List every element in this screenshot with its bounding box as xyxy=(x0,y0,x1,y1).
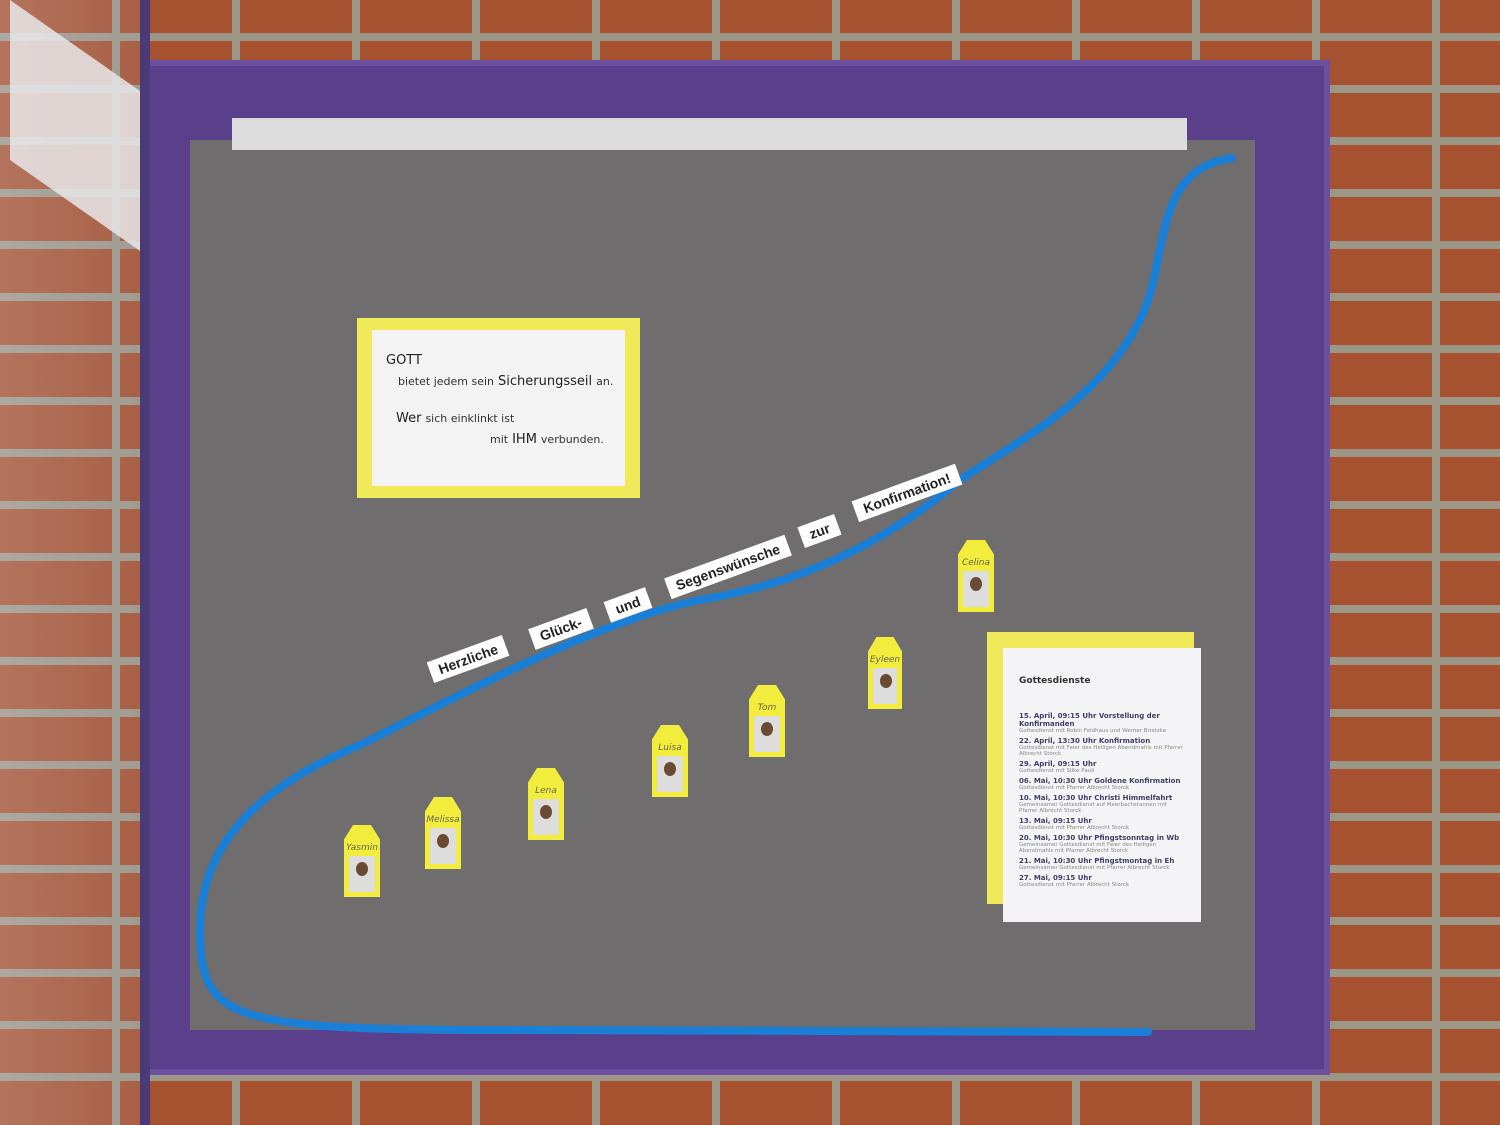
sign-text: an. xyxy=(596,375,614,388)
schedule-title: Gottesdienste xyxy=(1019,676,1091,686)
event-detail: Gemeinsamer Gottesdienst mit Pfarrer Alb… xyxy=(1019,865,1170,871)
tag-name: Tom xyxy=(757,703,777,713)
event-heading: 06. Mai, 10:30 Uhr Goldene Konfirmation xyxy=(1019,777,1181,785)
event-heading: 29. April, 09:15 Uhr xyxy=(1019,760,1097,768)
sign-text: Sicherungsseil xyxy=(498,374,593,389)
name-tag: Tom xyxy=(749,685,785,757)
event-heading: 13. Mai, 09:15 Uhr xyxy=(1019,817,1092,825)
event-heading: 22. April, 13:30 Uhr Konfirmation xyxy=(1019,737,1151,745)
sign-text: sich einklinkt ist xyxy=(425,412,515,425)
portrait-photo xyxy=(657,756,683,792)
name-tag: Celina xyxy=(958,540,994,612)
name-tag: Eyleen xyxy=(868,637,902,709)
sign-text: mit xyxy=(490,433,509,446)
event-heading: 21. Mai, 10:30 Uhr Pfingstmontag in Eh xyxy=(1019,857,1175,865)
schedule-event: 15. April, 09:15 Uhr Vorstellung der Kon… xyxy=(1019,712,1185,734)
sign-text: Wer xyxy=(396,411,422,426)
event-detail: Gemeinsamer Gottesdienst mit Feier des H… xyxy=(1019,842,1157,854)
tag-name: Melissa xyxy=(426,815,460,825)
name-tag: Melissa xyxy=(425,797,461,869)
tag-name: Eyleen xyxy=(869,655,901,665)
event-detail: Gottesdienst mit Robin Feldhaus und Wern… xyxy=(1019,728,1167,734)
event-detail: Gottesdienst mit Pfarrer Albrecht Storck xyxy=(1019,785,1130,791)
name-tag: Luisa xyxy=(652,725,688,797)
event-heading: 15. April, 09:15 Uhr Vorstellung der Kon… xyxy=(1019,712,1160,728)
event-heading: 27. Mai, 09:15 Uhr xyxy=(1019,874,1092,882)
name-tag: Lena xyxy=(528,768,564,840)
event-detail: Gottesdienst mit Pfarrer Albrecht Storck xyxy=(1019,825,1130,831)
portrait-photo xyxy=(963,571,989,607)
event-detail: Gottesdienst mit Pfarrer Albrecht Storck xyxy=(1019,882,1130,888)
service-schedule: Gottesdienste 15. April, 09:15 Uhr Vorst… xyxy=(987,632,1201,922)
portrait-photo xyxy=(873,668,897,704)
event-heading: 20. Mai, 10:30 Uhr Pfingstsonntag in Wb xyxy=(1019,834,1180,842)
event-heading: 10. Mai, 10:30 Uhr Christi Himmelfahrt xyxy=(1019,794,1173,802)
event-detail: Gottesdienst mit Silke Pauli xyxy=(1019,768,1095,774)
sign-text: bietet jedem sein xyxy=(398,375,495,388)
tag-name: Celina xyxy=(961,558,991,568)
tag-name: Yasmin xyxy=(346,843,378,853)
open-glass-door xyxy=(0,0,150,1125)
name-tag: Yasmin xyxy=(344,825,380,897)
tag-name: Luisa xyxy=(658,743,682,753)
sign-text: verbunden. xyxy=(540,433,604,446)
event-detail: Gemeinsamer Gottesdienst auf Meerbachsta… xyxy=(1019,802,1167,814)
sign-text: IHM xyxy=(512,432,537,447)
portrait-photo xyxy=(533,799,559,835)
portrait-photo xyxy=(754,716,780,752)
portrait-photo xyxy=(349,856,375,892)
portrait-photo xyxy=(430,828,456,864)
event-detail: Gottesdienst mit Feier des Heiligen Aben… xyxy=(1019,745,1183,757)
sign-text: GOTT xyxy=(386,353,422,368)
top-light-strip xyxy=(232,118,1187,150)
tag-name: Lena xyxy=(535,786,557,796)
